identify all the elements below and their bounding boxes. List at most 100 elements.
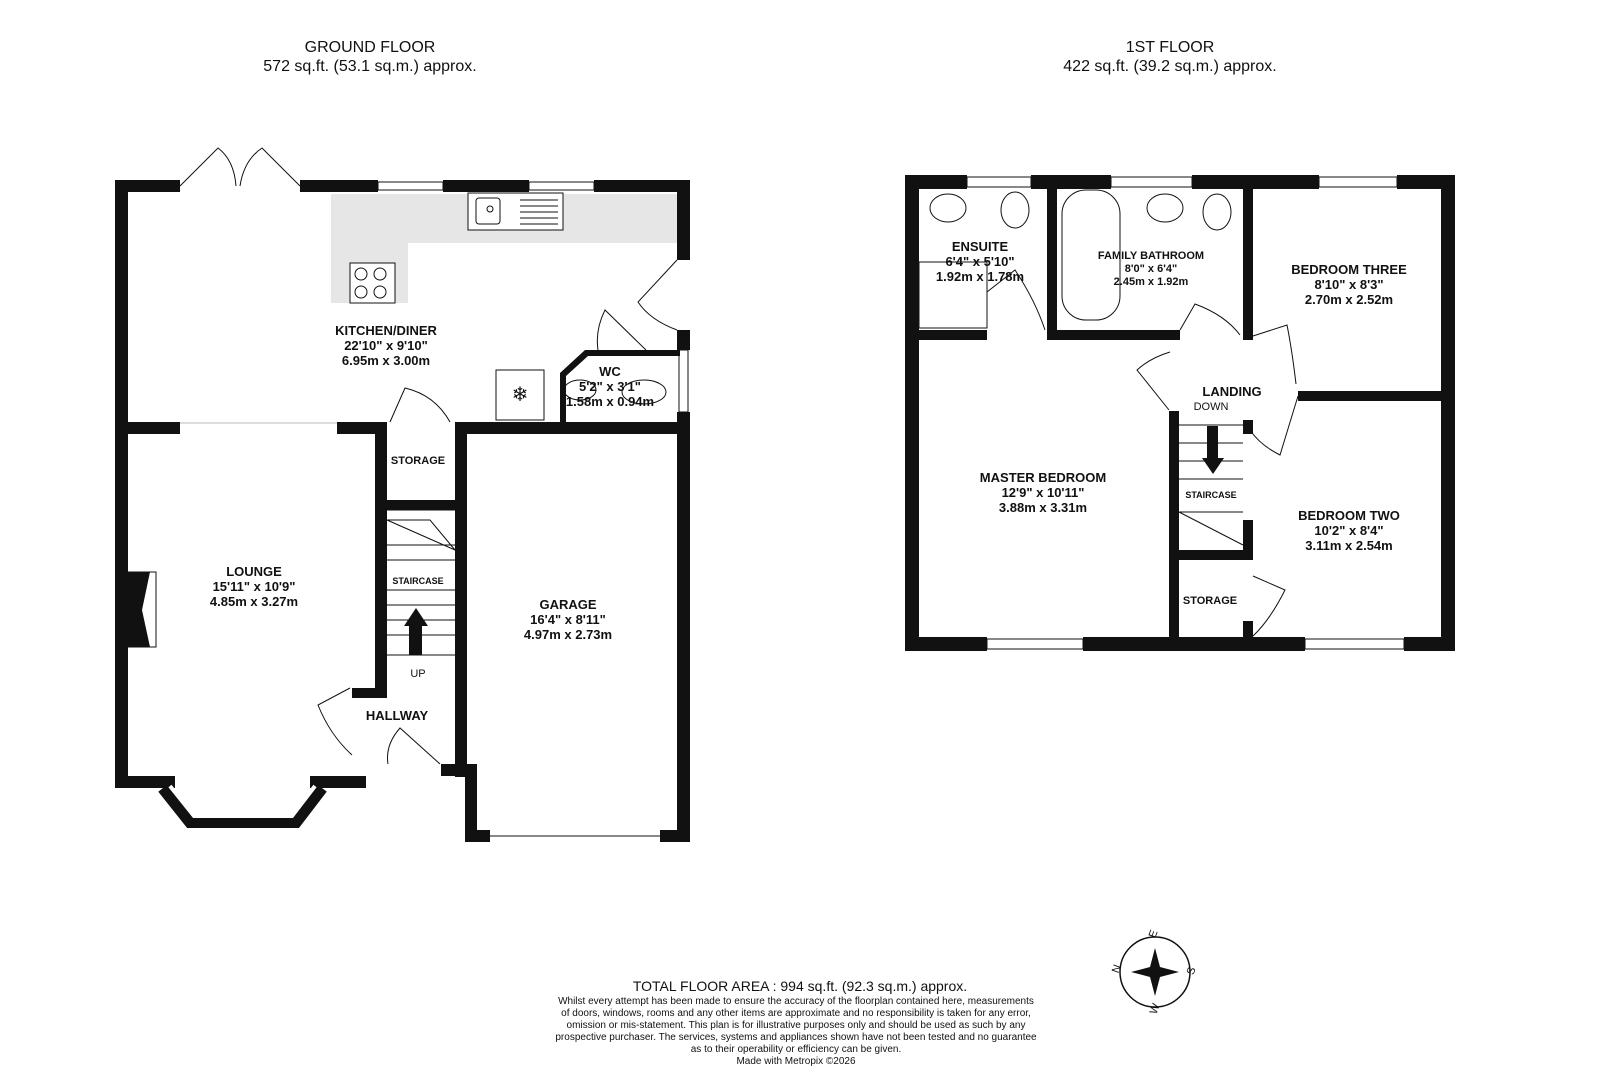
kitchen-counter: [331, 194, 680, 303]
first-floor-lines: [918, 189, 1299, 637]
disclaimer-line: of doors, windows, rooms and any other i…: [561, 1008, 1031, 1019]
room-imperial: 6'4" x 5'10": [945, 254, 1015, 269]
window: [986, 638, 1084, 650]
ensuite-toilet: [1000, 191, 1030, 229]
wall: [660, 830, 690, 842]
wall: [300, 180, 378, 192]
first-floor-title: 1ST FLOOR: [1125, 39, 1215, 56]
room-name: WC: [599, 364, 621, 379]
ensuite-basin: [929, 193, 967, 223]
wall: [677, 330, 690, 350]
door: [1252, 575, 1286, 637]
disclaimer: Whilst every attempt has been made to en…: [516, 996, 1076, 1068]
disclaimer-line: as to their operability or efficiency ca…: [690, 1044, 902, 1055]
wall: [1169, 411, 1179, 651]
french-door: [239, 147, 301, 187]
ground-floor-title: GROUND FLOOR: [304, 39, 436, 56]
compass-star: [1131, 948, 1179, 996]
room-imperial: 15'11" x 10'9": [212, 579, 296, 594]
wall: [115, 180, 128, 788]
hob: [349, 262, 396, 304]
wall: [455, 422, 467, 777]
landing-label: LANDING: [1202, 384, 1261, 399]
hob-ring: [354, 267, 368, 281]
room-name: MASTER BEDROOM: [979, 470, 1107, 485]
door: [1179, 303, 1241, 336]
wall: [1047, 330, 1180, 340]
wall: [352, 688, 387, 698]
hob-ring: [373, 285, 387, 299]
room-metric: 6.95m x 3.00m: [341, 353, 431, 368]
door: [1252, 324, 1297, 385]
wall: [905, 330, 987, 340]
kitchen-label: KITCHEN/DINER 22'10" x 9'10" 6.95m x 3.0…: [335, 323, 437, 368]
wall: [905, 175, 967, 189]
ground-floor-lines: [179, 147, 678, 837]
wall: [1031, 175, 1111, 189]
first-staircase-label: STAIRCASE: [1185, 488, 1237, 503]
hob-ring: [354, 285, 368, 299]
room-metric: 3.11m x 2.54m: [1305, 538, 1393, 553]
wall: [115, 422, 180, 434]
window: [966, 176, 1032, 188]
bay-window: [158, 784, 327, 828]
master-bedroom-label: MASTER BEDROOM 12'9" x 10'11" 3.88m x 3.…: [980, 470, 1106, 515]
room-name: DOWN: [1193, 401, 1229, 413]
disclaimer-line: omission or mis-statement. This plan is …: [566, 1020, 1026, 1031]
wall: [375, 422, 387, 697]
room-name: BEDROOM TWO: [1298, 508, 1400, 523]
bath: [1061, 189, 1121, 321]
room-name: STORAGE: [1182, 595, 1238, 607]
room-metric: 3.88m x 3.31m: [998, 500, 1088, 515]
wall: [441, 764, 467, 776]
room-imperial: 16'4" x 8'11": [530, 612, 606, 627]
compass: [1119, 936, 1191, 1008]
wall: [443, 180, 529, 192]
window: [528, 181, 595, 191]
stair-arrow-up: [404, 608, 428, 655]
sink-tap: [486, 205, 494, 213]
hob-ring: [373, 267, 387, 281]
room-name: ENSUITE: [951, 239, 1009, 254]
wall: [115, 180, 180, 192]
wall: [1083, 637, 1305, 651]
bay-window: [168, 784, 317, 818]
bathroom-label: FAMILY BATHROOM 8'0" x 6'4" 2.45m x 1.92…: [1098, 250, 1204, 289]
door: [1249, 395, 1299, 456]
lounge-label: LOUNGE 15'11" x 10'9" 4.85m x 3.27m: [210, 564, 298, 609]
wall: [387, 500, 455, 510]
wall: [455, 422, 690, 434]
up-label: UP: [410, 667, 425, 682]
window: [1110, 176, 1193, 188]
fireplace: [128, 572, 150, 647]
door: [986, 269, 1046, 331]
wall: [905, 175, 919, 651]
snowflake-icon: ❄: [512, 382, 529, 406]
wall: [1441, 175, 1455, 651]
window: [1304, 638, 1405, 650]
bathroom-toilet: [1202, 193, 1232, 231]
first-floor-area: 422 sq.ft. (39.2 sq.m.) approx.: [1063, 58, 1277, 75]
window: [377, 181, 444, 191]
wall: [1298, 391, 1455, 401]
garage-label: GARAGE 16'4" x 8'11" 4.97m x 2.73m: [524, 597, 612, 642]
wall: [1404, 637, 1455, 651]
wc-label: WC 5'2" x 3'1" 1.58m x 0.94m: [566, 364, 654, 409]
wall: [1243, 621, 1253, 641]
room-imperial: 8'0" x 6'4": [1124, 263, 1178, 275]
room-imperial: 8'10" x 8'3": [1314, 277, 1384, 292]
ground-floor-header: GROUND FLOOR 572 sq.ft. (53.1 sq.m.) app…: [200, 38, 540, 76]
hallway-label: HALLWAY: [366, 708, 428, 723]
room-name: LOUNGE: [226, 564, 282, 579]
shower: [918, 261, 988, 329]
sink-drainer: [520, 199, 558, 225]
bedroom-three-label: BEDROOM THREE 8'10" x 8'3" 2.70m x 2.52m: [1291, 262, 1407, 307]
wall: [1192, 175, 1319, 189]
door: [317, 687, 353, 756]
door: [596, 309, 647, 351]
wall: [1047, 175, 1057, 340]
wc-toilet: [621, 379, 667, 405]
wall: [677, 180, 690, 260]
room-name: FAMILY BATHROOM: [1097, 250, 1205, 262]
